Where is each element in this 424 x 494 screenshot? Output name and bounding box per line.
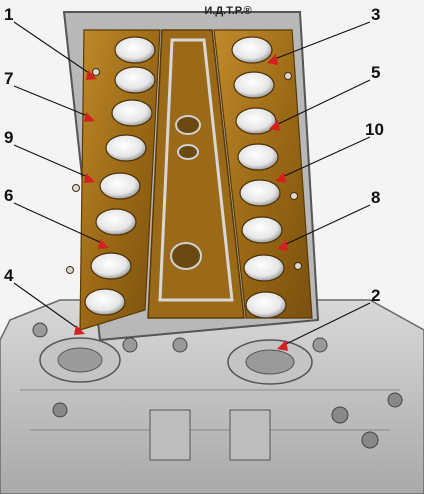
callout-6: 6 xyxy=(4,186,13,205)
boss-right-inner xyxy=(245,349,295,375)
leader-2 xyxy=(281,302,371,347)
callout-2: 2 xyxy=(371,286,380,305)
arrowhead-10 xyxy=(275,172,286,183)
leader-1 xyxy=(13,21,93,76)
boss-bolt-c xyxy=(172,337,188,353)
arrowhead-6 xyxy=(98,239,109,249)
arrowhead-8 xyxy=(277,240,288,251)
arrowhead-9 xyxy=(84,173,95,183)
head-surface-right xyxy=(213,29,313,319)
bore-holes-right xyxy=(231,36,287,319)
bore-holes-left xyxy=(84,36,156,316)
block-port-left xyxy=(149,409,191,461)
callout-9: 9 xyxy=(4,128,13,147)
arrowheads xyxy=(74,54,288,351)
block-bolt-d xyxy=(387,392,403,408)
leader-4 xyxy=(13,282,81,331)
callout-8: 8 xyxy=(371,188,380,207)
center-channel xyxy=(147,29,245,319)
leader-8 xyxy=(281,204,371,247)
boss-bolt-d xyxy=(312,337,328,353)
leader-5 xyxy=(273,79,371,127)
leader-7 xyxy=(13,85,91,118)
center-channel-rim xyxy=(158,38,234,302)
callout-5: 5 xyxy=(371,63,380,82)
center-hole-2 xyxy=(177,144,199,160)
block-port-right xyxy=(229,409,271,461)
boss-left-inner xyxy=(57,347,103,373)
small-holes xyxy=(66,68,302,274)
leader-6 xyxy=(13,202,105,245)
arrowhead-7 xyxy=(84,112,95,122)
callout-10: 10 xyxy=(365,120,384,139)
watermark: И.Д.Т.Р.® xyxy=(204,5,251,17)
callout-3: 3 xyxy=(371,5,380,24)
block-bolt-a xyxy=(331,406,349,424)
block-ribs xyxy=(20,389,400,431)
callout-labels: 1 7 9 6 4 3 5 10 8 2 xyxy=(4,5,384,305)
callout-1: 1 xyxy=(4,5,13,24)
center-hole-3 xyxy=(170,242,202,270)
arrowhead-4 xyxy=(74,325,85,335)
arrowhead-2 xyxy=(277,340,288,351)
callout-4: 4 xyxy=(4,266,14,285)
callouts xyxy=(13,21,371,347)
boss-bolt-b xyxy=(122,337,138,353)
leader-10 xyxy=(279,136,371,179)
arrowhead-3 xyxy=(267,54,278,65)
leader-9 xyxy=(13,144,91,179)
arrowhead-1 xyxy=(86,70,97,80)
callout-7: 7 xyxy=(4,69,13,88)
center-hole-1 xyxy=(175,115,201,135)
leader-3 xyxy=(271,21,371,61)
arrowhead-5 xyxy=(269,120,280,131)
block-bolt-b xyxy=(361,431,379,449)
boss-bolt-a xyxy=(32,322,48,338)
block-bolt-c xyxy=(52,402,68,418)
